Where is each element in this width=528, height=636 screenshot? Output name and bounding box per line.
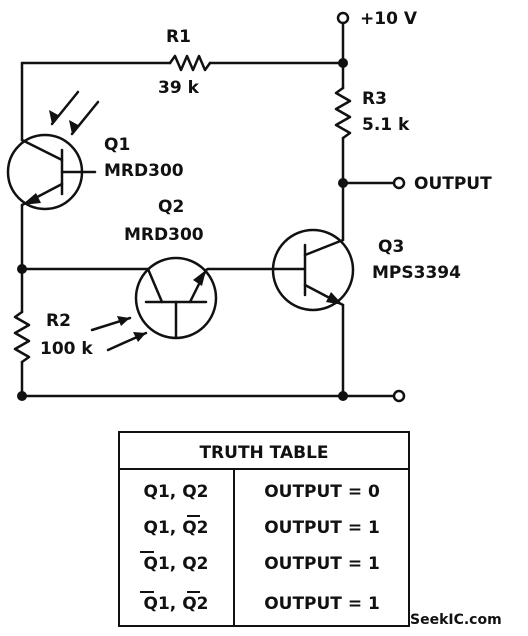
junction-bottom-right [338,391,348,401]
q2-name: Q2 [158,197,184,217]
q3-collector [303,238,345,257]
q3-body [271,228,355,312]
junction-bottom-left [17,391,27,401]
r3-value: 5.1 k [362,115,410,135]
q3-part: MPS3394 [372,263,461,283]
q1-emitter-arrow [22,193,41,205]
r1-value: 39 k [158,78,200,98]
truth-table-input-1: Q1, Q2 [144,482,209,502]
q1-part: MRD300 [104,161,184,181]
r1-resistor [168,54,212,72]
truth-table-output-4: OUTPUT = 1 [264,594,380,614]
q2-collector [146,267,164,304]
r2-value: 100 k [40,339,93,359]
r2-name: R2 [46,311,71,331]
q1-name: Q1 [104,135,130,155]
supply-terminal [336,11,350,25]
ground-terminal [392,389,406,403]
q2-part: MRD300 [124,225,204,245]
r1-name: R1 [166,27,191,47]
r3-resistor [334,86,352,140]
junction-top [338,58,348,68]
output-label: OUTPUT [414,174,492,194]
truth-table-output-3: OUTPUT = 1 [264,554,380,574]
truth-table-output-1: OUTPUT = 0 [264,482,380,502]
junction-output [338,178,348,188]
q3-name: Q3 [378,237,404,257]
truth-table: TRUTH TABLE Q1, Q2 OUTPUT = 0 Q1, Q2 OUT… [118,431,410,627]
supply-label: +10 V [360,9,418,29]
r2-resistor [13,310,31,364]
q1-light-arrowhead-1 [49,110,60,124]
q1-light-arrowhead-2 [69,120,80,134]
truth-table-border [118,431,410,627]
watermark: SeekIC.com [410,612,502,628]
truth-table-title: TRUTH TABLE [199,443,328,463]
truth-table-input-4: Q1, Q2 [144,594,209,614]
junction-left [17,264,27,274]
truth-table-input-3: Q1, Q2 [144,554,209,574]
output-terminal [392,176,406,190]
q2-light-arrowhead-1 [117,316,130,326]
r3-name: R3 [362,89,387,109]
truth-table-output-2: OUTPUT = 1 [264,518,380,538]
q1-collector [20,138,64,162]
q3-emitter-arrow [326,292,343,305]
q2-light-arrowhead-2 [133,332,146,342]
q2-emitter-arrow [193,270,206,286]
truth-table-input-2: Q1, Q2 [144,518,209,538]
